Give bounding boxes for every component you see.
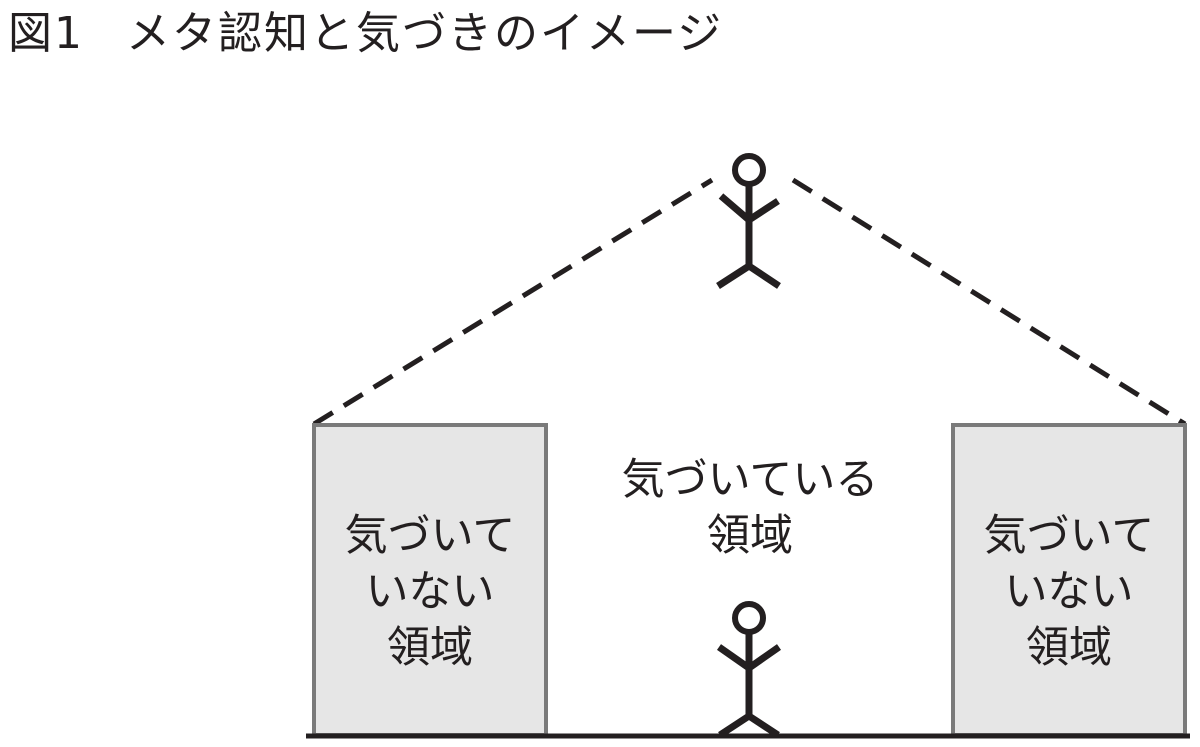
- figure-title: 図1 メタ認知と気づきのイメージ: [8, 4, 723, 64]
- view-line-left: [312, 177, 714, 427]
- stick-figure-bottom: [716, 601, 782, 738]
- figure-label: 図1: [8, 8, 84, 59]
- unaware-left-line-1: 気づいて: [344, 511, 516, 561]
- unaware-box-right: [951, 423, 1187, 737]
- unaware-left-line-2: いない: [365, 567, 495, 617]
- unaware-left-line-3: 領域: [387, 623, 473, 673]
- unaware-right-line-1: 気づいて: [983, 511, 1155, 561]
- unaware-right-line-3: 領域: [1026, 623, 1112, 673]
- unaware-region-left-label: 気づいて いない 領域: [314, 508, 546, 676]
- unaware-right-line-2: いない: [1004, 567, 1134, 617]
- unaware-region-right-label: 気づいて いない 領域: [953, 508, 1185, 676]
- stick-figure-top: [716, 153, 781, 289]
- unaware-box-left: [312, 423, 548, 737]
- aware-line-1: 気づいている: [621, 455, 879, 505]
- figure-title-text: メタ認知と気づきのイメージ: [126, 8, 724, 59]
- view-line-right: [791, 177, 1187, 427]
- aware-region-label: 気づいている 領域: [560, 452, 940, 564]
- aware-line-2: 領域: [707, 511, 793, 561]
